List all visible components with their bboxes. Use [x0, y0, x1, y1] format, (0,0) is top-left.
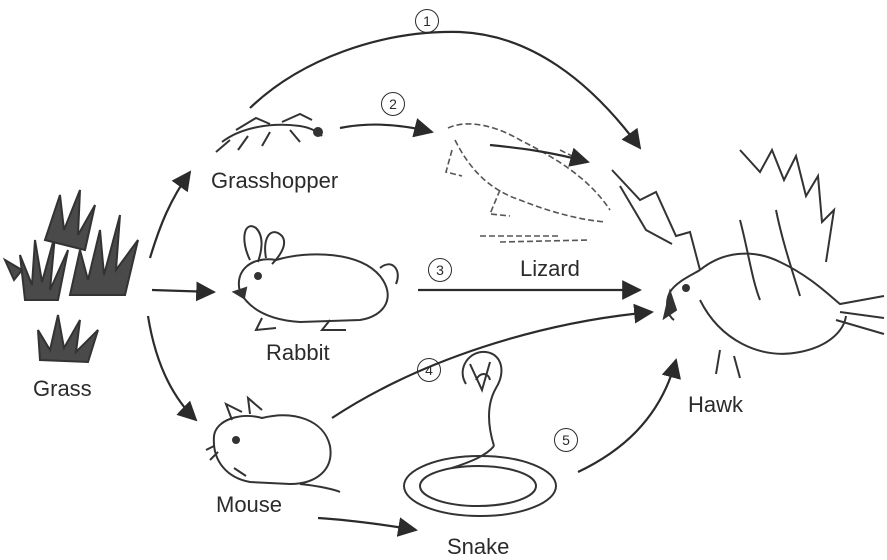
chain-number-3: 3	[428, 258, 452, 282]
chain-number-4: 4	[417, 358, 441, 382]
hawk-illustration	[612, 150, 884, 378]
chain-number-2: 2	[381, 92, 405, 116]
label-grasshopper: Grasshopper	[211, 170, 338, 192]
mouse-illustration	[206, 398, 340, 492]
label-mouse: Mouse	[216, 494, 282, 516]
chain-number-5: 5	[554, 428, 578, 452]
arrow-grass-to-rabbit	[152, 290, 214, 292]
food-web-arrows	[148, 32, 676, 530]
rabbit-illustration	[234, 226, 398, 330]
arrow-grass-to-grasshopper	[150, 172, 190, 258]
chain-number-1: 1	[415, 9, 439, 33]
arrow-chain-1-grasshopper-to-hawk	[250, 32, 640, 148]
arrow-grass-to-mouse	[148, 316, 196, 420]
arrow-mouse-to-snake	[318, 518, 416, 530]
grasshopper-illustration	[216, 114, 322, 152]
arrow-chain-4-mouse-to-hawk	[332, 312, 652, 418]
arrow-lizard-to-hawk	[490, 145, 588, 162]
arrow-chain-2-grasshopper-to-lizard	[340, 125, 432, 132]
arrow-chain-5-snake-to-hawk	[578, 360, 676, 472]
label-snake: Snake	[447, 536, 509, 558]
lizard-illustration	[446, 124, 610, 242]
label-lizard: Lizard	[520, 258, 580, 280]
label-rabbit: Rabbit	[266, 342, 330, 364]
grass-illustration	[5, 190, 138, 362]
label-hawk: Hawk	[688, 394, 743, 416]
label-grass: Grass	[33, 378, 92, 400]
